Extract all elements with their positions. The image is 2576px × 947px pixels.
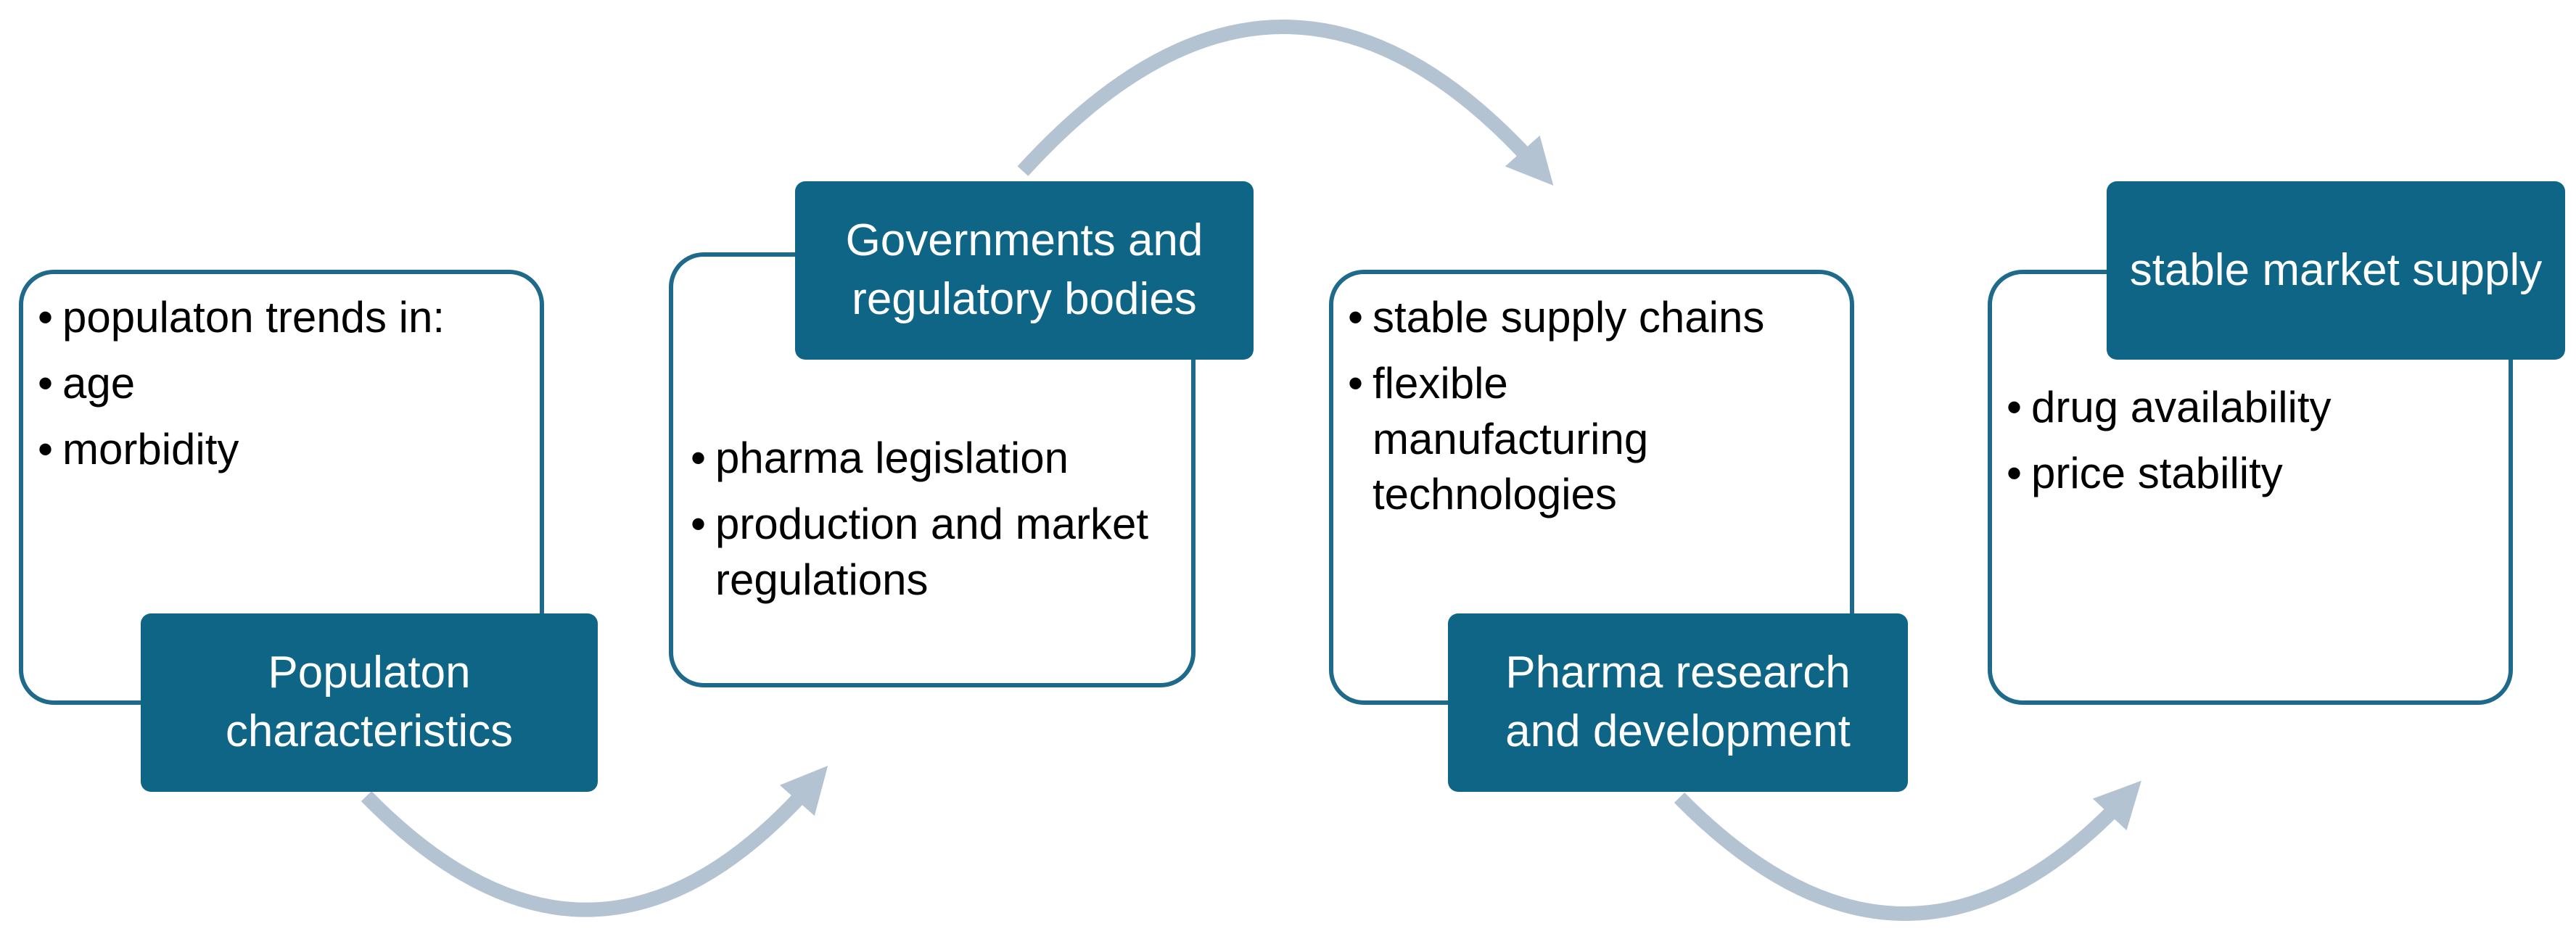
list-item: price stability bbox=[2007, 446, 2471, 502]
arrow-2-to-3 bbox=[1017, 20, 1554, 186]
step-2-label: Governments and regulatory bodies bbox=[795, 181, 1254, 360]
step-4-label: stable market supply bbox=[2107, 181, 2565, 360]
list-item: morbidity bbox=[38, 422, 487, 478]
step-2-list: pharma legislation production and market… bbox=[691, 431, 1184, 618]
arrow-1-to-2 bbox=[361, 766, 828, 917]
list-item: flexible manufacturing technologies bbox=[1348, 356, 1783, 523]
step-1-list: populaton trends in: age morbidity bbox=[38, 290, 487, 487]
list-item: stable supply chains bbox=[1348, 290, 1783, 346]
step-3-label: Pharma research and development bbox=[1448, 613, 1908, 792]
list-item: age bbox=[38, 356, 487, 412]
step-4-list: drug availability price stability bbox=[2007, 380, 2471, 512]
step-1-label: Populaton characteristics bbox=[141, 613, 598, 792]
list-item: populaton trends in: bbox=[38, 290, 487, 346]
list-item: pharma legislation bbox=[691, 431, 1184, 487]
arrow-3-to-4 bbox=[1674, 780, 2141, 921]
list-item: production and market regulations bbox=[691, 497, 1184, 608]
step-3-list: stable supply chains flexible manufactur… bbox=[1348, 290, 1783, 533]
list-item: drug availability bbox=[2007, 380, 2471, 436]
